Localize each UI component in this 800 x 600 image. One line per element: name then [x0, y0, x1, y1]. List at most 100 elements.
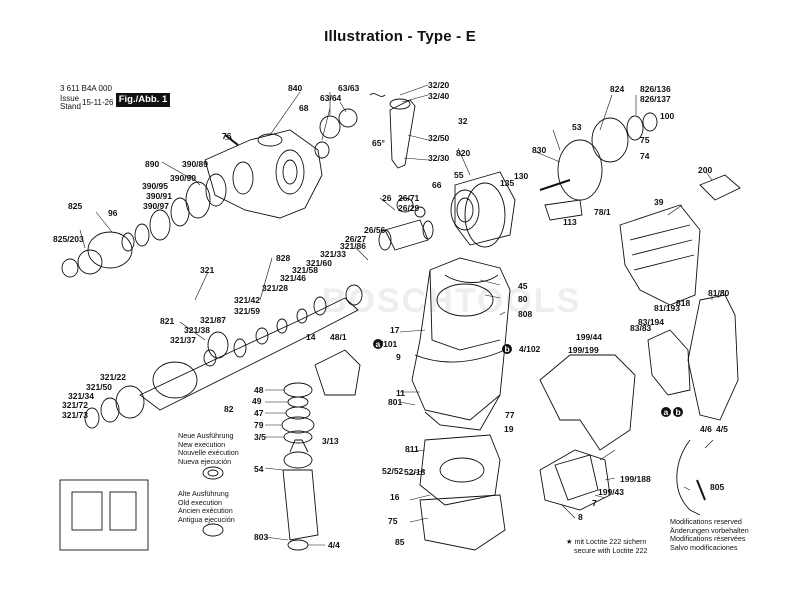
part-label: 11 — [396, 388, 405, 398]
part-label: 321/46 — [280, 273, 306, 283]
loctite-note: ★ mit Loctite 222 sichern secure with Lo… — [566, 537, 648, 555]
part-label: 53 — [572, 122, 582, 132]
marker-label: a — [376, 339, 381, 349]
part-label: 826/136 — [640, 84, 671, 94]
page-title: Illustration - Type - E — [324, 28, 476, 45]
marker-label: b — [676, 407, 681, 417]
new-execution-note: Neue Ausführung New execution Nouvelle e… — [178, 431, 239, 466]
part-label: 26/27 — [345, 234, 367, 244]
part-label: 65° — [372, 138, 385, 148]
part-label: 83/83 — [630, 323, 652, 333]
part-label: 7 — [592, 498, 597, 508]
part-label: 75 — [640, 135, 650, 145]
part-label: 3/13 — [322, 436, 339, 446]
part-label: 890 — [145, 159, 159, 169]
part-label: 4/4 — [328, 540, 340, 550]
part-label: 32/20 — [428, 80, 450, 90]
marker-circle — [502, 344, 512, 354]
part-label: 390/91 — [146, 191, 172, 201]
part-label: 321/28 — [262, 283, 288, 293]
part-label: 321/37 — [170, 335, 196, 345]
part-label: 16 — [390, 492, 400, 502]
issue-label: Issue — [60, 94, 80, 103]
part-label: 321/50 — [86, 382, 112, 392]
part-label: 821 — [160, 316, 174, 326]
part-label: 14 — [306, 332, 316, 342]
part-label: 79 — [254, 420, 264, 430]
part-label: 321/22 — [100, 372, 126, 382]
part-label: 199/44 — [576, 332, 602, 342]
part-label: 19 — [504, 424, 514, 434]
part-label: 828 — [276, 253, 290, 263]
marker-circle — [661, 407, 671, 417]
stand-label: Stand — [60, 102, 81, 111]
modifications-note: Modifications reserved Änderungen vorbeh… — [670, 517, 749, 552]
part-label: 4/101 — [376, 339, 398, 349]
part-label: 66 — [432, 180, 442, 190]
part-label: 81/193 — [654, 303, 680, 313]
part-label: 321/59 — [234, 306, 260, 316]
part-label: 321/42 — [234, 295, 260, 305]
part-label: 321/58 — [292, 265, 318, 275]
part-label: 3/5 — [254, 432, 266, 442]
part-label: 390/97 — [143, 201, 169, 211]
part-label: 76 — [222, 131, 232, 141]
part-label: 199/188 — [620, 474, 651, 484]
part-label: 81/80 — [708, 288, 730, 298]
part-label: 52/52 — [382, 466, 404, 476]
part-label: 113 — [563, 217, 577, 227]
part-label: 321/73 — [62, 410, 88, 420]
part-label: 63/64 — [320, 93, 342, 103]
part-label: 805 — [710, 482, 724, 492]
marker-circle — [673, 407, 683, 417]
part-label: 321/72 — [62, 400, 88, 410]
part-label: 130 — [514, 171, 528, 181]
part-label: 4/102 — [519, 344, 541, 354]
part-label: 74 — [640, 151, 650, 161]
part-label: 26/56 — [364, 225, 386, 235]
part-label: 26/71 — [398, 193, 420, 203]
part-label: 100 — [660, 111, 674, 121]
part-label: 321/86 — [340, 241, 366, 251]
part-label: 321/38 — [184, 325, 210, 335]
part-label: 4/5 — [716, 424, 728, 434]
figure-label: Fig./Abb. 1 — [116, 93, 170, 107]
part-label: 321/33 — [320, 249, 346, 259]
old-execution-note: Alte Ausführung Old execution Ancien exé… — [178, 489, 235, 524]
issue-date: 15-11-26 — [82, 98, 114, 107]
part-label: 4/6 — [700, 424, 712, 434]
part-label: 32/30 — [428, 153, 450, 163]
part-label: 390/89 — [182, 159, 208, 169]
part-label: 54 — [254, 464, 264, 474]
part-label: 200 — [698, 165, 712, 175]
part-label: 808 — [518, 309, 532, 319]
leader-lines — [79, 84, 725, 546]
part-label: 8 — [578, 512, 583, 522]
star-marker: ★ — [566, 537, 573, 546]
part-label: 199/43 — [598, 487, 624, 497]
part-label: 801 — [388, 397, 402, 407]
part-label: 803 — [254, 532, 268, 542]
part-label: 390/90 — [170, 173, 196, 183]
part-label: 49 — [252, 396, 262, 406]
part-label: 32 — [458, 116, 468, 126]
part-label: 48/1 — [330, 332, 347, 342]
model-number: 3 611 B4A 000 — [60, 84, 112, 93]
part-label: 811 — [405, 444, 419, 454]
part-label: 818 — [676, 298, 690, 308]
part-label: 63/63 — [338, 83, 360, 93]
part-label: 840 — [288, 83, 302, 93]
part-label: 75 — [388, 516, 398, 526]
part-label: 82 — [224, 404, 234, 414]
part-label: 824 — [610, 84, 624, 94]
marker-label: b — [505, 344, 510, 354]
part-label: 80 — [518, 294, 528, 304]
part-label: 26/29 — [398, 203, 420, 213]
part-label: 83/194 — [638, 317, 664, 327]
marker-label: a — [664, 407, 669, 417]
part-label: 96 — [108, 208, 118, 218]
part-label: 78/1 — [594, 207, 611, 217]
part-label: 826/137 — [640, 94, 671, 104]
part-outlines — [59, 93, 741, 551]
